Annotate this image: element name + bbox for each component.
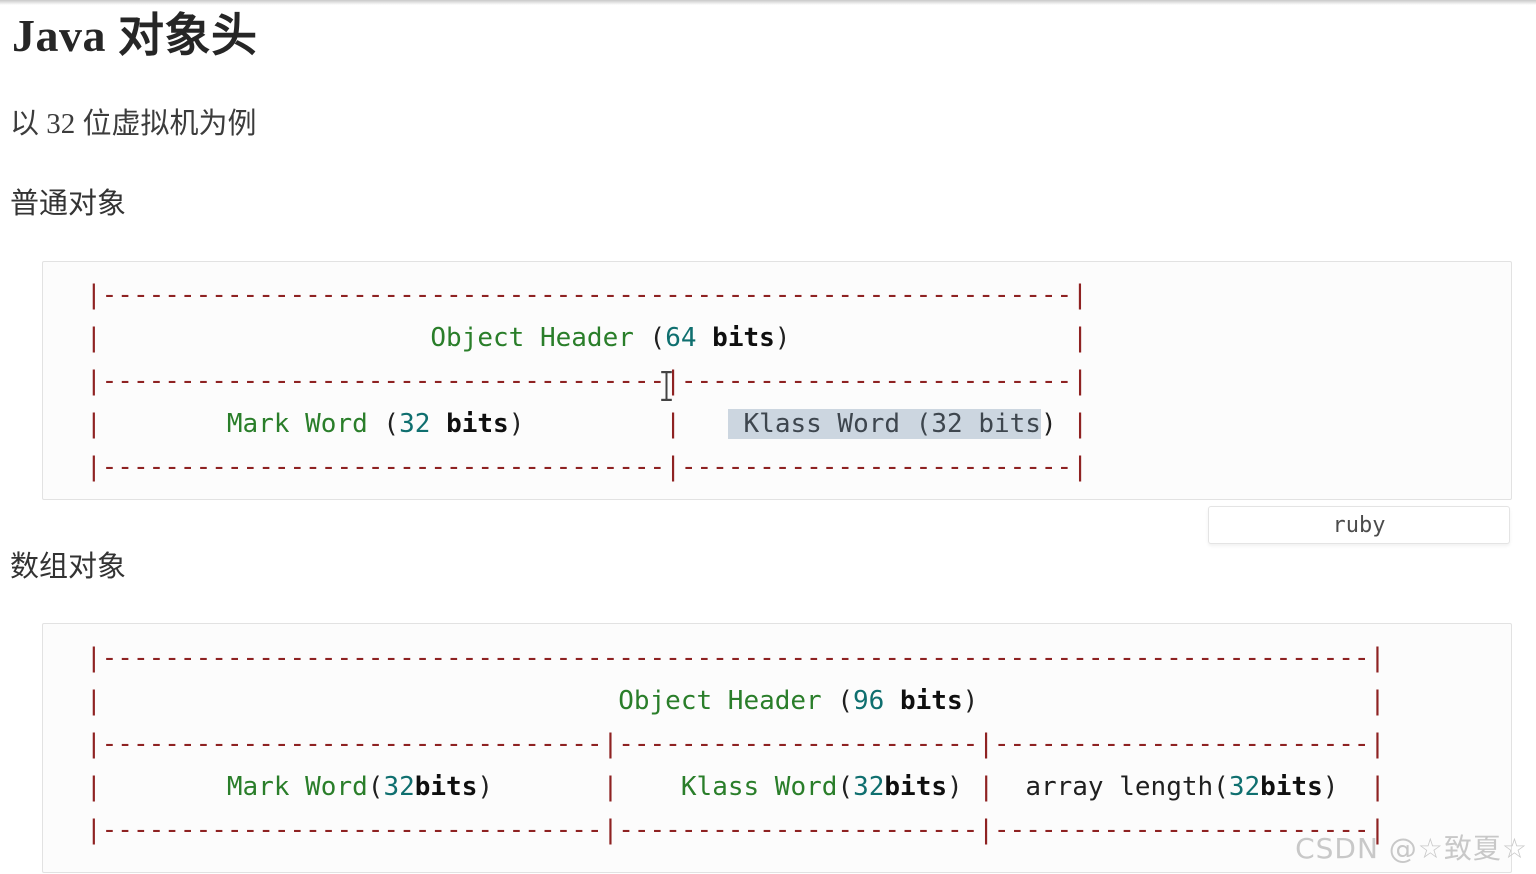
csdn-watermark: CSDN @☆致夏☆ [1295,832,1528,865]
text-cursor-icon [659,370,674,402]
code-line: |---------------------------------------… [86,280,1088,310]
language-badge-label: ruby [1332,512,1386,538]
code-block-array-object: |---------------------------------------… [42,623,1512,873]
section-heading-normal-object: 普通对象 [10,188,127,220]
code-line: | Object Header (96 bits) | [86,686,1386,716]
subtitle-text: 以 32 位虚拟机为例 [10,108,257,140]
code-line: | Mark Word (32 bits) | Klass Word (32 b… [86,409,1088,439]
language-badge: ruby [1208,506,1510,544]
section-heading-array-object: 数组对象 [10,551,127,583]
ascii-diagram-normal-object[interactable]: |---------------------------------------… [43,262,1511,489]
code-line: |---------------------------------------… [86,643,1386,673]
ascii-diagram-array-object[interactable]: |---------------------------------------… [43,624,1511,852]
code-line: | Object Header (64 bits) | [86,323,1088,353]
page-top-edge [0,0,1536,5]
code-line: |------------------------------------|--… [86,366,1088,396]
code-block-normal-object: |---------------------------------------… [42,261,1512,500]
code-line: |------------------------------------|--… [86,452,1088,482]
page-title: Java 对象头 [12,10,258,61]
code-line: |--------------------------------|------… [86,729,1386,759]
code-line: |--------------------------------|------… [86,815,1386,845]
code-line: | Mark Word(32bits) | Klass Word(32bits)… [86,772,1386,802]
